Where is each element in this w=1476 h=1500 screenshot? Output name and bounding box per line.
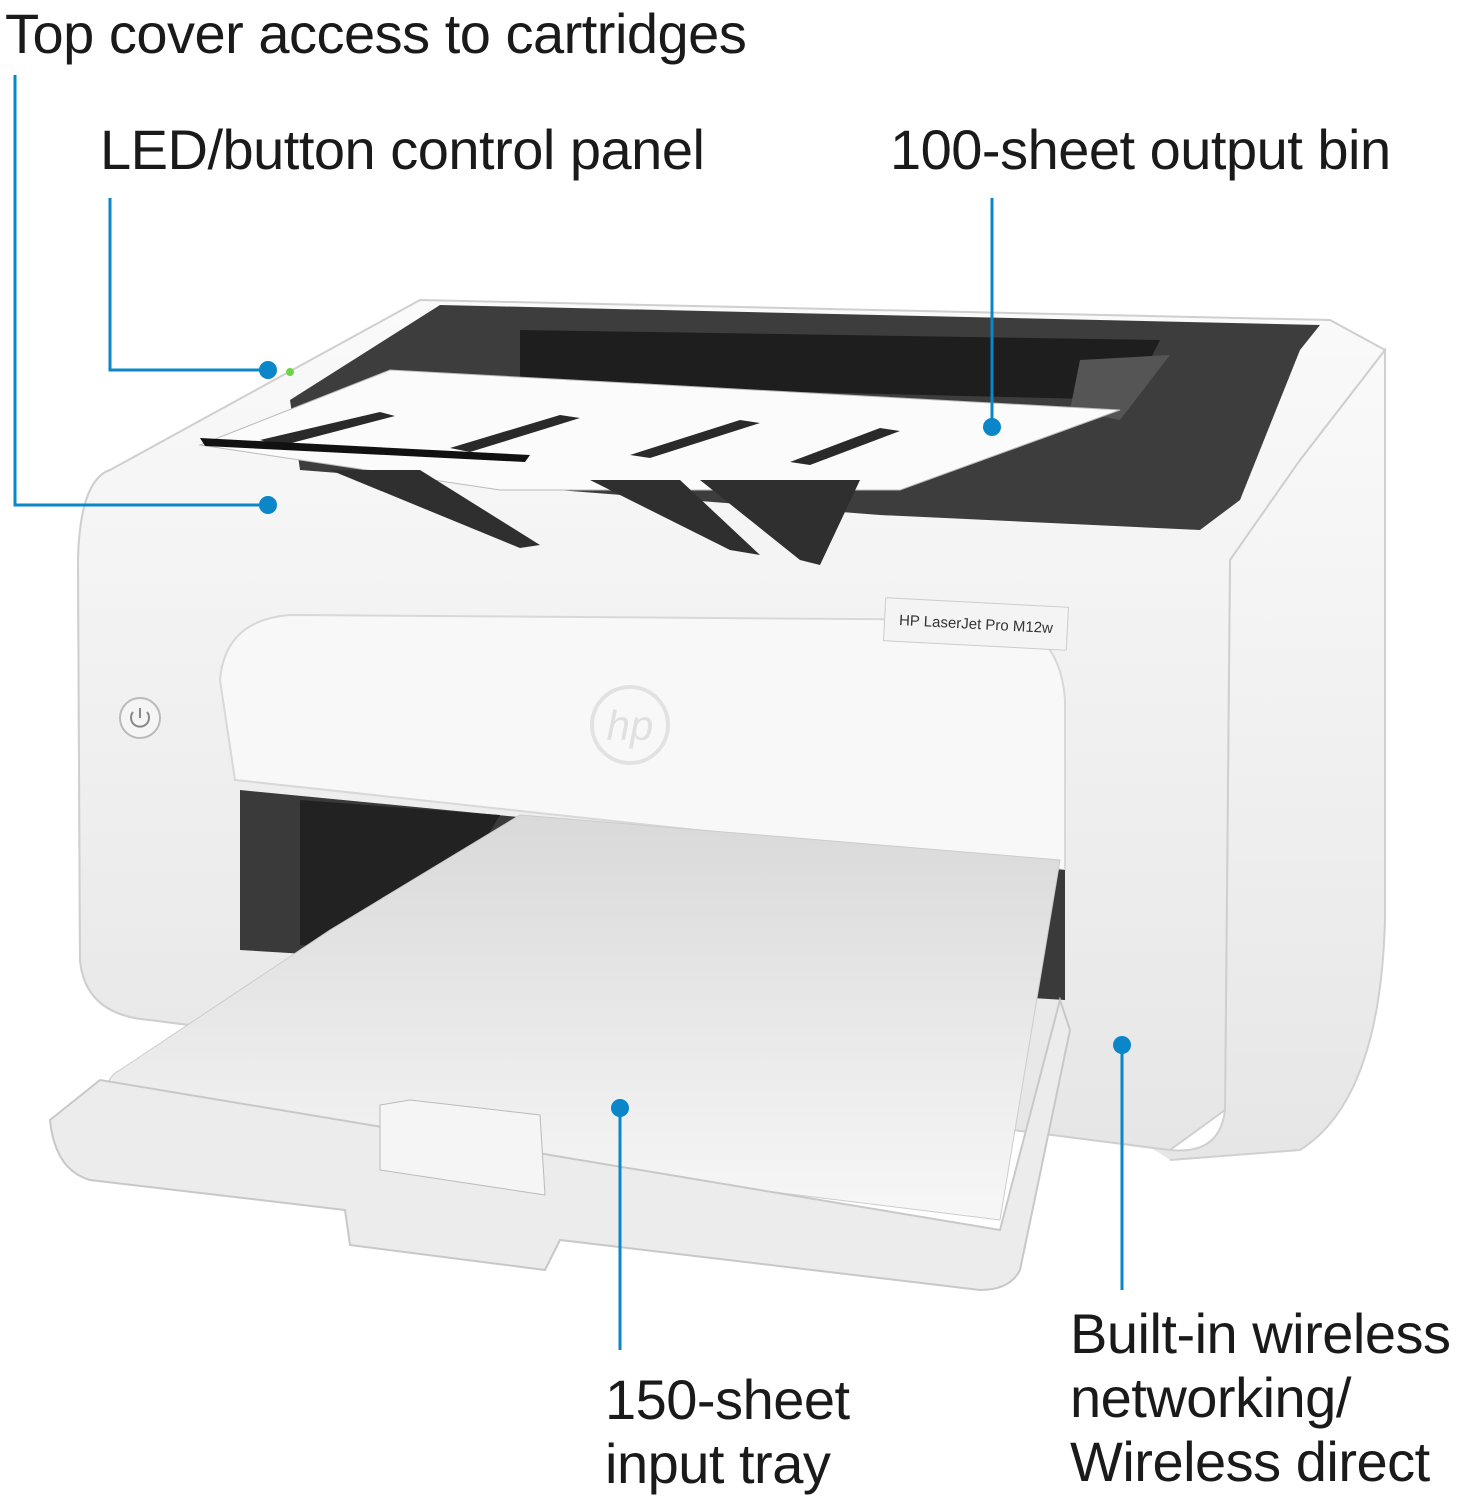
leader-top-cover [13, 75, 268, 507]
input-tray [48, 996, 1072, 1292]
callout-output-bin: 100-sheet output bin [890, 118, 1391, 181]
callout-line: Built-in wireless [1070, 1302, 1451, 1365]
svg-text:hp: hp [607, 702, 654, 749]
callout-input-tray: 150-sheet input tray [605, 1368, 850, 1496]
callout-line: networking/ [1070, 1366, 1351, 1429]
hp-logo-icon: hp [590, 685, 670, 765]
callout-dot [611, 1099, 629, 1117]
callout-dot [259, 361, 277, 379]
leader-control-panel [108, 198, 268, 372]
callout-dot [1113, 1036, 1131, 1054]
callout-line: Wireless direct [1070, 1430, 1430, 1493]
callout-top-cover: Top cover access to cartridges [5, 2, 747, 65]
led-icon [286, 368, 294, 376]
callout-dot [259, 496, 277, 514]
callout-line: input tray [605, 1432, 831, 1495]
callout-control-panel: LED/button control panel [100, 118, 705, 181]
callout-dot [983, 418, 1001, 436]
callout-line: 150-sheet [605, 1368, 850, 1431]
printed-sheet [198, 369, 1121, 491]
callout-wireless: Built-in wireless networking/ Wireless d… [1070, 1302, 1451, 1494]
